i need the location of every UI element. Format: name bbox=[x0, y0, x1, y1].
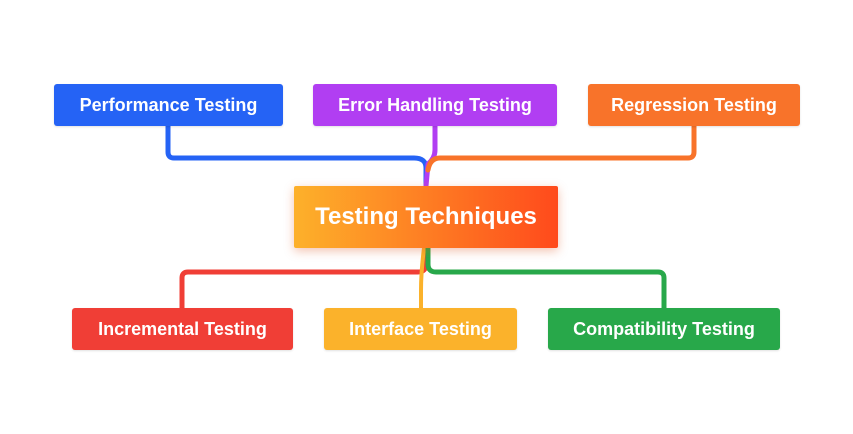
topic-incremental-testing[interactable]: Incremental Testing bbox=[72, 308, 293, 350]
central-topic-label: Testing Techniques bbox=[315, 203, 537, 230]
topic-label: Regression Testing bbox=[611, 94, 777, 115]
central-topic-testing-techniques[interactable]: Testing Techniques bbox=[294, 186, 558, 248]
topic-label: Incremental Testing bbox=[98, 318, 267, 339]
connector-regression bbox=[425, 123, 697, 173]
connector-error-handling bbox=[423, 123, 438, 189]
topic-regression-testing[interactable]: Regression Testing bbox=[588, 84, 800, 126]
topic-label: Interface Testing bbox=[349, 318, 492, 339]
connector-compatibility bbox=[425, 245, 667, 311]
topic-performance-testing[interactable]: Performance Testing bbox=[54, 84, 283, 126]
connector-incremental bbox=[179, 245, 429, 311]
connector-performance bbox=[165, 123, 429, 189]
topic-label: Error Handling Testing bbox=[338, 94, 532, 115]
topic-interface-testing[interactable]: Interface Testing bbox=[324, 308, 517, 350]
topic-label: Performance Testing bbox=[79, 94, 258, 115]
topic-error-handling-testing[interactable]: Error Handling Testing bbox=[313, 84, 557, 126]
connector-interface bbox=[419, 246, 426, 310]
topic-label: Compatibility Testing bbox=[573, 318, 755, 339]
topic-compatibility-testing[interactable]: Compatibility Testing bbox=[548, 308, 780, 350]
